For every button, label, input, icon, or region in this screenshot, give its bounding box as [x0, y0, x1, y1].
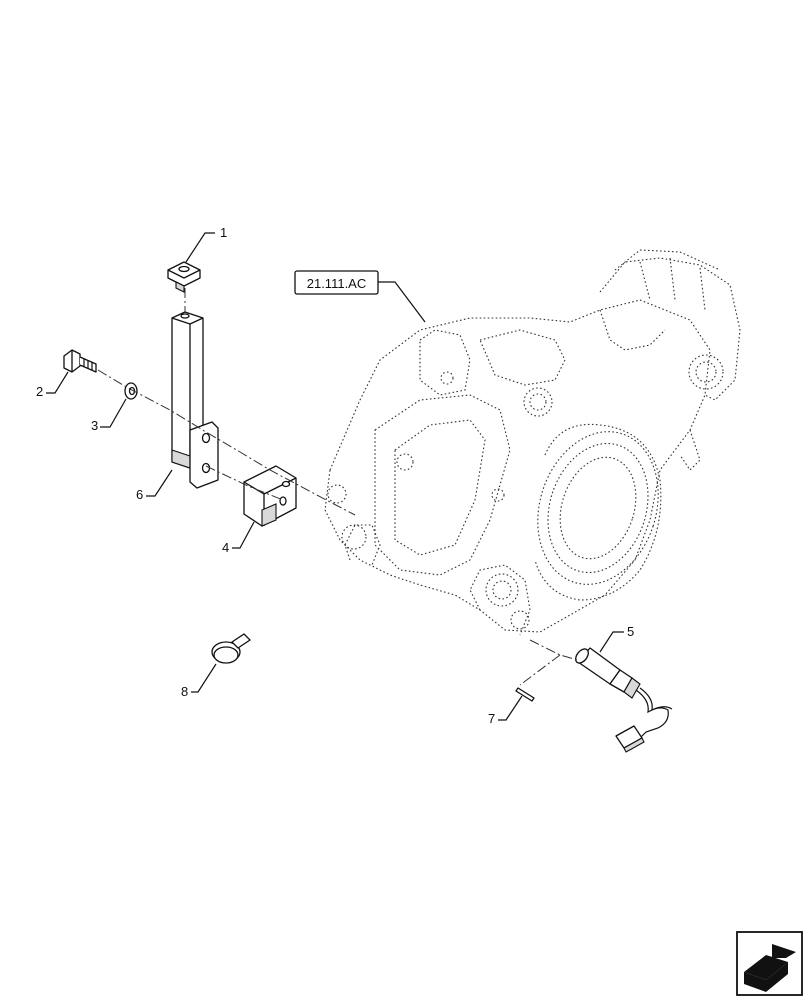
svg-text:6: 6: [136, 487, 143, 502]
reference-callout[interactable]: 21.111.AC: [294, 270, 426, 323]
callout-6[interactable]: 6: [136, 469, 173, 502]
callout-4[interactable]: 4: [222, 521, 255, 555]
svg-text:8: 8: [181, 684, 188, 699]
svg-text:4: 4: [222, 540, 229, 555]
svg-text:2: 2: [36, 384, 43, 399]
reference-label: 21.111.AC: [307, 276, 367, 291]
part-4-block: [243, 465, 297, 527]
callout-3[interactable]: 3: [91, 398, 127, 433]
assembly-lines: [97, 288, 579, 686]
callout-1[interactable]: 1: [185, 225, 227, 263]
svg-text:7: 7: [488, 711, 495, 726]
callout-8[interactable]: 8: [181, 663, 217, 699]
part-1-cap: [167, 261, 201, 293]
transmission-housing: [324, 249, 741, 636]
part-2-bolt: [63, 349, 97, 373]
svg-text:5: 5: [627, 624, 634, 639]
next-page-arrow-icon[interactable]: [736, 931, 803, 996]
svg-text:3: 3: [91, 418, 98, 433]
callout-7[interactable]: 7: [488, 695, 523, 726]
part-6-bracket: [171, 311, 219, 489]
callout-2[interactable]: 2: [36, 371, 69, 399]
part-3-washer: [124, 382, 138, 400]
svg-text:1: 1: [220, 225, 227, 240]
part-5-sensor: [575, 647, 673, 753]
part-8-clamp: [211, 633, 251, 664]
callout-5[interactable]: 5: [599, 624, 634, 653]
part-7-pin: [515, 687, 535, 702]
